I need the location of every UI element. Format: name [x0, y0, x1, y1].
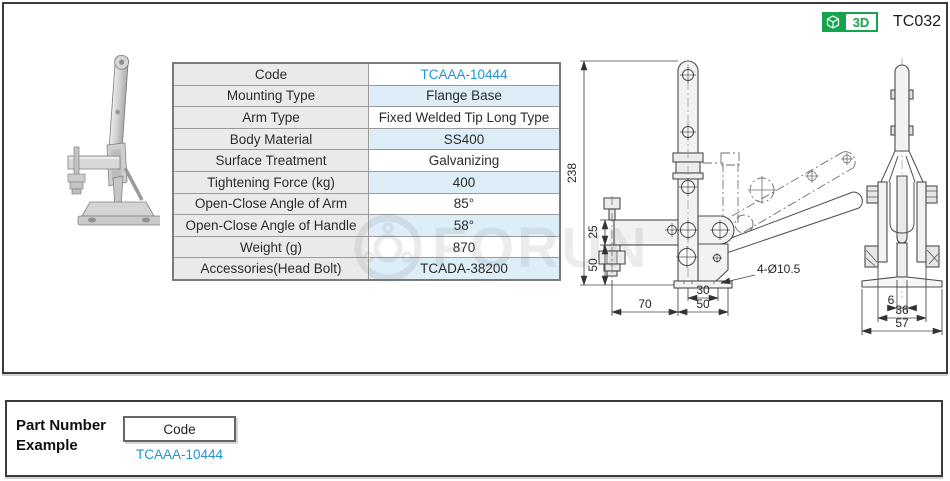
dim-web-width: 6 — [888, 293, 895, 307]
spec-value-cell: 58° — [368, 214, 561, 237]
page-code: TC032 — [893, 13, 942, 30]
spec-label-cell: Mounting Type — [172, 84, 369, 108]
table-row: Open-Close Angle of Arm 85° — [172, 192, 561, 216]
code-link[interactable]: TCAAA-10444 — [368, 62, 561, 86]
table-row: Surface Treatment Galvanizing — [172, 149, 561, 172]
title-line-2: Example — [16, 437, 78, 454]
cube-3d-icon — [822, 12, 844, 32]
table-row: Open-Close Angle of Handle 58° — [172, 214, 561, 237]
table-row: Code TCAAA-10444 — [172, 62, 561, 86]
spec-label-cell: Weight (g) — [172, 235, 369, 259]
spec-label-cell: Body Material — [172, 127, 369, 151]
badge-3d[interactable]: 3D — [822, 12, 878, 32]
dim-hole-spacing: 30 — [696, 283, 710, 297]
spec-value-cell: 85° — [368, 192, 561, 216]
clamp-handle — [109, 54, 130, 149]
spec-label-cell: Code — [172, 62, 369, 86]
technical-drawing: 238 25 50 70 50 30 4-Ø10.5 — [565, 58, 943, 335]
dim-left-span: 70 — [638, 297, 652, 311]
front-view: 238 25 50 70 50 30 4-Ø10.5 — [565, 60, 863, 316]
spec-label-cell: Accessories(Head Bolt) — [172, 257, 369, 281]
spec-label-cell: Open-Close Angle of Arm — [172, 192, 369, 216]
table-row: Accessories(Head Bolt) TCADA-38200 — [172, 257, 561, 281]
dim-base-height: 50 — [586, 258, 600, 272]
spec-value-cell: 870 — [368, 235, 561, 259]
part-number-example-title: Part Number Example — [16, 416, 106, 456]
product-photo — [67, 54, 160, 226]
dim-side-base-width: 57 — [895, 316, 909, 330]
code-label-box: Code — [123, 416, 236, 442]
badge-3d-label: 3D — [844, 12, 878, 32]
table-row: Arm Type Fixed Welded Tip Long Type — [172, 106, 561, 129]
table-row: Mounting Type Flange Base — [172, 84, 561, 108]
spec-label-cell: Tightening Force (kg) — [172, 170, 369, 194]
dim-hole-callout: 4-Ø10.5 — [757, 262, 801, 276]
title-line-1: Part Number — [16, 417, 107, 434]
dim-base-width: 50 — [696, 297, 710, 311]
spec-label-cell: Surface Treatment — [172, 149, 369, 172]
dim-bar-height: 25 — [586, 225, 600, 239]
spec-value-cell: SS400 — [368, 127, 561, 151]
table-row: Weight (g) 870 — [172, 235, 561, 259]
dim-fork-width: 36 — [895, 303, 909, 317]
side-view: 6 36 57 — [861, 58, 943, 335]
spec-label-cell: Open-Close Angle of Handle — [172, 214, 369, 237]
spec-value-cell: Galvanizing — [368, 149, 561, 172]
spec-label-cell: Arm Type — [172, 106, 369, 129]
spec-value-cell: Fixed Welded Tip Long Type — [368, 106, 561, 129]
spec-value-cell: TCADA-38200 — [368, 257, 561, 281]
example-code-link[interactable]: TCAAA-10444 — [135, 447, 224, 462]
spec-value-cell: Flange Base — [368, 84, 561, 108]
spec-value-cell: 400 — [368, 170, 561, 194]
table-row: Tightening Force (kg) 400 — [172, 170, 561, 194]
spec-table: Code TCAAA-10444 Mounting Type Flange Ba… — [172, 62, 561, 281]
table-row: Body Material SS400 — [172, 127, 561, 151]
dim-overall-height: 238 — [565, 163, 579, 183]
